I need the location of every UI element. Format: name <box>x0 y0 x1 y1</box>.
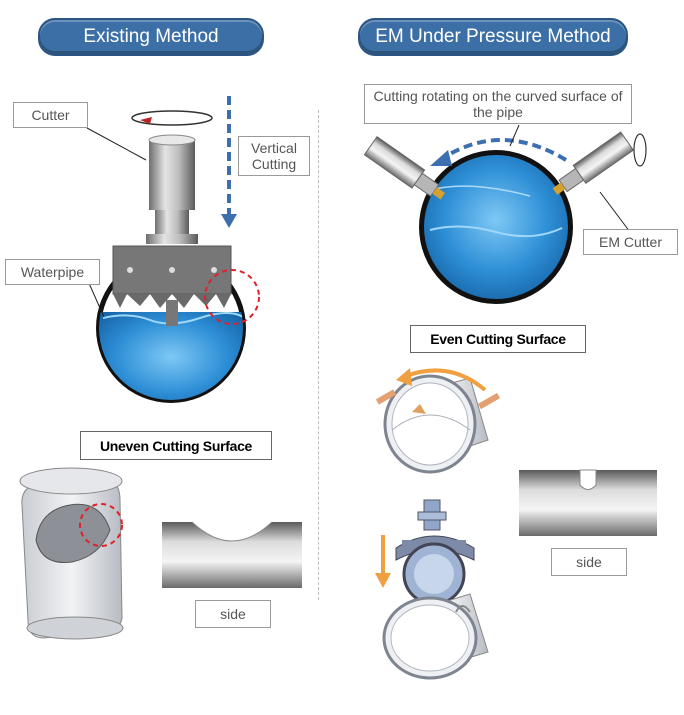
em-cutter-right <box>552 131 635 195</box>
left-side-label: side <box>195 600 271 628</box>
orange-down-arrow-icon <box>375 535 391 588</box>
uneven-cut-pipe <box>19 467 124 640</box>
rotating-leader-line <box>509 124 520 147</box>
even-side-view <box>519 469 657 536</box>
uneven-side-view <box>162 521 302 588</box>
em-saddle-assembly <box>395 499 475 606</box>
em-pipe-cross-section <box>419 150 573 304</box>
em-cutter-label: EM Cutter <box>583 229 678 255</box>
vertical-cutting-arrow-icon <box>221 96 237 228</box>
uneven-cutting-surface-label: Uneven Cutting Surface <box>80 431 272 460</box>
curved-rotation-arrow-icon <box>430 138 568 166</box>
section-divider <box>318 110 319 600</box>
right-side-label: side <box>551 548 627 576</box>
em-method-title: EM Under Pressure Method <box>358 18 628 56</box>
cutting-rotating-label: Cutting rotating on the curved surface o… <box>364 84 632 124</box>
em-cutter-leader-line <box>599 191 631 233</box>
em-cutter-left <box>363 136 446 200</box>
even-cutting-surface-label: Even Cutting Surface <box>410 325 586 353</box>
em-pipe-bottom <box>382 593 489 680</box>
existing-method-title: Existing Method <box>38 18 264 56</box>
rotation-arrow-icon <box>131 110 213 126</box>
cutter-leader-line <box>86 127 147 161</box>
vertical-cutting-label: Vertical Cutting <box>238 136 310 176</box>
cutter-label: Cutter <box>13 102 88 128</box>
waterpipe-leader-line <box>87 280 105 318</box>
cutter-spin-icon <box>633 133 647 167</box>
orange-rotation-arrow-icon <box>396 368 487 392</box>
cutter-tool <box>112 134 232 326</box>
uneven-highlight-circle <box>204 269 260 325</box>
uneven-hole-highlight <box>79 503 123 547</box>
em-pipe-with-cutters <box>375 374 501 474</box>
waterpipe-label: Waterpipe <box>5 259 100 285</box>
